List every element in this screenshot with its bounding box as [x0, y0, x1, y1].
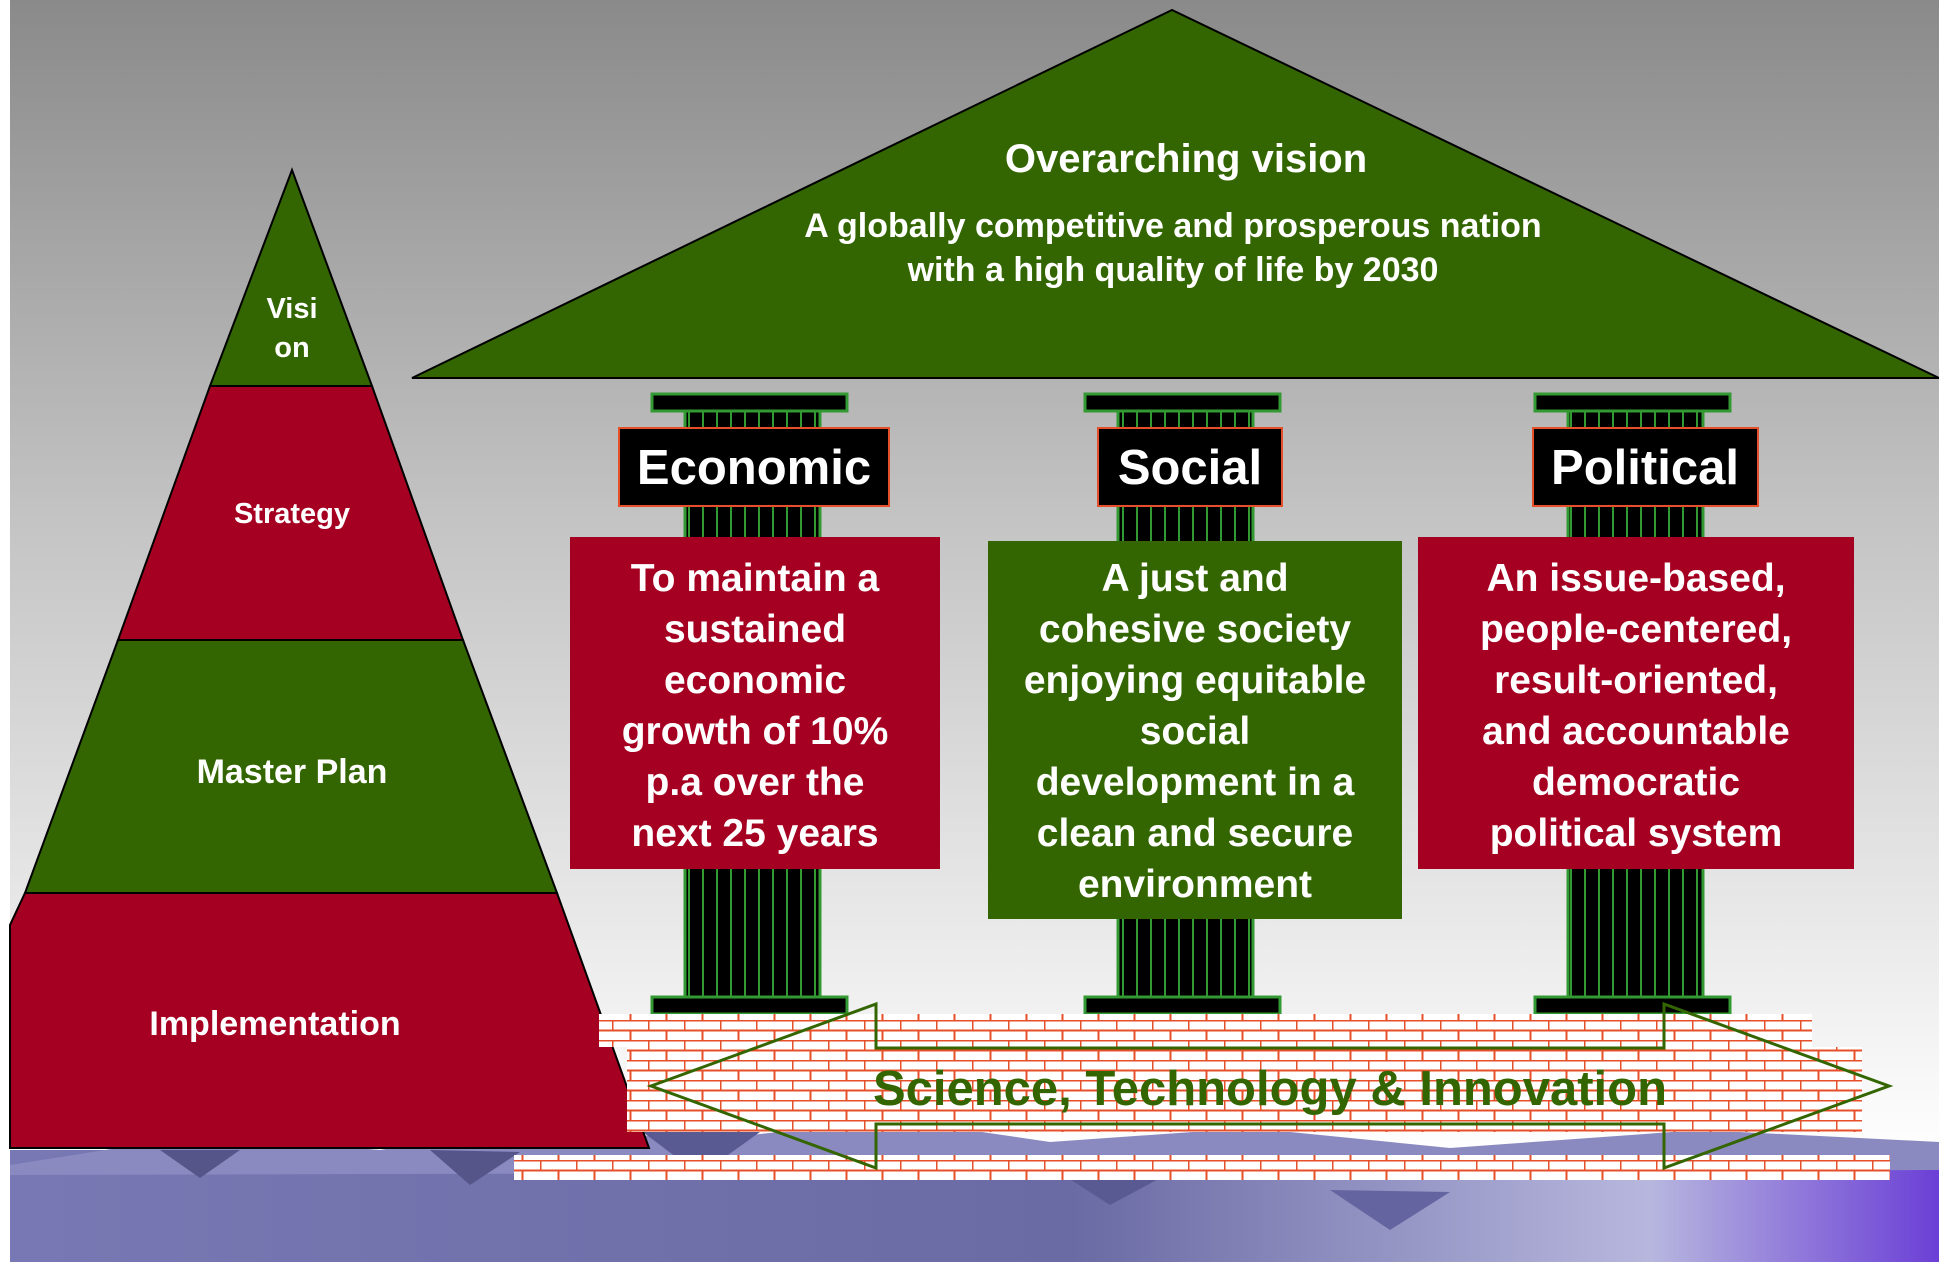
- social-line-4: social: [1140, 710, 1251, 753]
- social-header-box: [1097, 427, 1283, 507]
- economic-line-4: growth of 10%: [622, 710, 889, 753]
- roof-subtitle-line1: A globally competitive and prosperous na…: [804, 207, 1541, 245]
- political-line-1: An issue-based,: [1486, 557, 1785, 600]
- economic-line-3: economic: [664, 659, 846, 702]
- roof-subtitle-line2: with a high quality of life by 2030: [907, 251, 1439, 289]
- social-line-6: clean and secure: [1037, 812, 1354, 855]
- political-line-5: democratic: [1532, 761, 1740, 804]
- pillar-headers: Economic Social Political: [618, 427, 1759, 507]
- roof-triangle: [411, 8, 1939, 379]
- economic-header-box: [618, 427, 890, 507]
- double-arrow-icon: [646, 1001, 1894, 1171]
- social-header: Social: [1118, 441, 1262, 495]
- pyramid-vision-label-1: Visi: [266, 293, 317, 325]
- pyramid-strategy-label: Strategy: [234, 498, 350, 530]
- pyramid-vision-label-2: on: [274, 332, 309, 364]
- pyramid-implementation-label: Implementation: [149, 1005, 400, 1043]
- pillar-descriptions: To maintain a sustained economic growth …: [570, 537, 1854, 919]
- pyramid: Visi on Strategy Master Plan Implementat…: [9, 167, 651, 1149]
- brick-foundation: Science, Technology & Innovation: [514, 1001, 1894, 1180]
- brick-band-lower: [514, 1155, 1890, 1180]
- political-description-box: [1418, 537, 1854, 869]
- social-line-7: environment: [1078, 863, 1312, 906]
- economic-line-2: sustained: [664, 608, 846, 651]
- social-description-box: [988, 541, 1402, 919]
- social-line-2: cohesive society: [1039, 608, 1351, 651]
- foundation-label: Science, Technology & Innovation: [873, 1062, 1667, 1116]
- political-header-box: [1532, 427, 1759, 507]
- economic-header: Economic: [637, 441, 871, 495]
- economic-line-5: p.a over the: [646, 761, 865, 804]
- political-line-3: result-oriented,: [1494, 659, 1778, 702]
- social-line-1: A just and: [1101, 557, 1288, 600]
- social-line-3: enjoying equitable: [1024, 659, 1366, 702]
- political-header: Political: [1551, 441, 1739, 495]
- roof-title: Overarching vision: [1005, 137, 1367, 181]
- brick-band-middle: [627, 1047, 1862, 1132]
- political-line-6: political system: [1490, 812, 1783, 855]
- political-line-2: people-centered,: [1480, 608, 1792, 651]
- roof: Overarching vision A globally competitiv…: [411, 8, 1939, 379]
- pyramid-implementation-tier: [9, 892, 651, 1149]
- political-line-4: and accountable: [1482, 710, 1790, 753]
- brick-band-upper: [599, 1014, 1812, 1047]
- frame-left: [0, 0, 10, 1267]
- social-line-5: development in a: [1036, 761, 1355, 804]
- economic-description-box: [570, 537, 940, 869]
- economic-line-6: next 25 years: [631, 812, 878, 855]
- pyramid-master-plan-label: Master Plan: [197, 753, 388, 791]
- economic-line-1: To maintain a: [631, 557, 880, 600]
